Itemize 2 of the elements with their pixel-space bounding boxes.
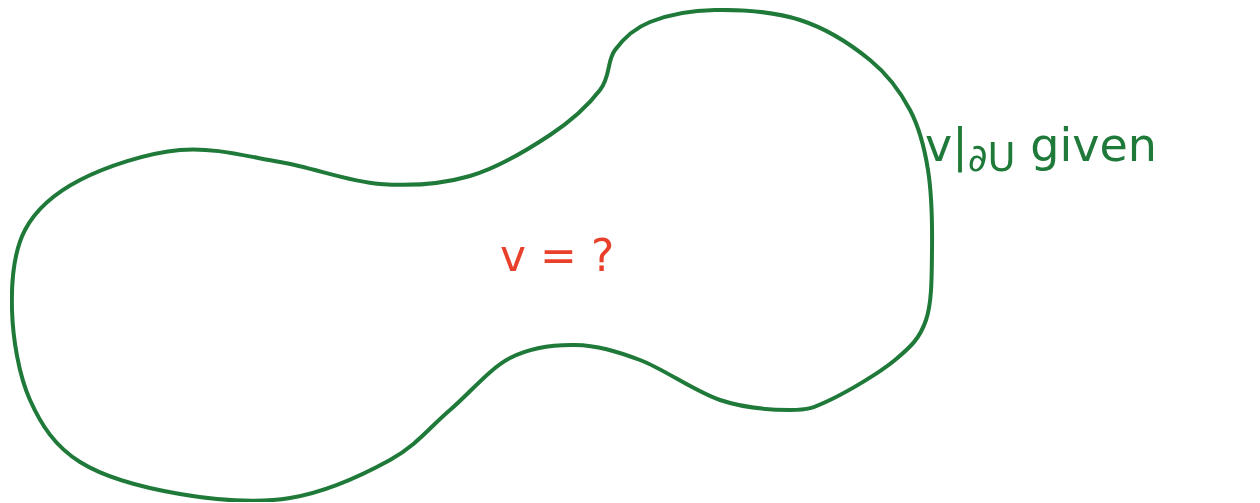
boundary-condition-label: v|$_{∂U}$ given xyxy=(925,118,1157,181)
unknown-function-label: v = ? xyxy=(500,230,615,281)
